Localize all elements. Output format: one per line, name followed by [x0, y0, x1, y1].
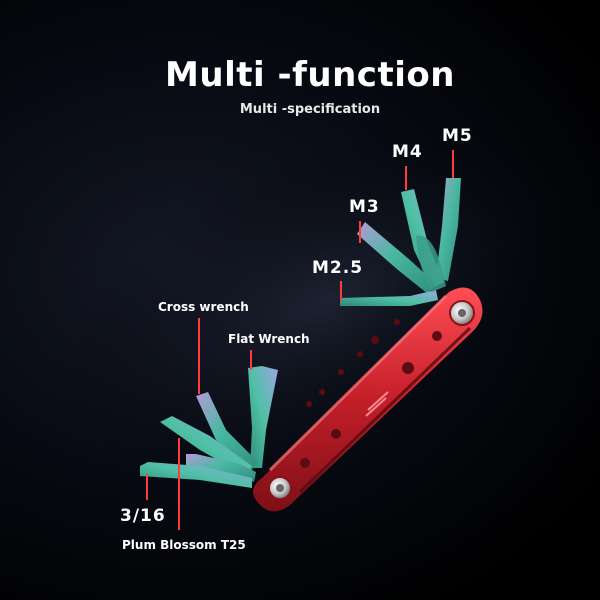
- leader-m3: [359, 221, 361, 243]
- label-m3: M3: [349, 197, 380, 217]
- label-cross-wrench: Cross wrench: [158, 300, 249, 314]
- leader-m2-5: [340, 281, 342, 301]
- label-3-16: 3/16: [120, 506, 166, 526]
- label-m4: M4: [392, 142, 423, 162]
- lower-hex-bits: [140, 366, 278, 488]
- tool-body: [253, 287, 483, 512]
- label-m5: M5: [442, 126, 473, 146]
- leader-plum-blossom: [178, 438, 180, 530]
- label-m2-5: M2.5: [312, 258, 364, 278]
- leader-flat-wrench: [250, 350, 252, 370]
- leader-m4: [405, 166, 407, 190]
- upper-hex-bits: [340, 178, 461, 306]
- label-flat-wrench: Flat Wrench: [228, 332, 310, 346]
- label-plum-blossom-t25: Plum Blossom T25: [122, 538, 246, 552]
- subheadline: Multi -specification: [239, 102, 381, 117]
- headline: Multi -function: [165, 55, 455, 95]
- leader-3-16: [146, 474, 148, 500]
- leader-cross-wrench: [198, 318, 200, 394]
- leader-m5: [452, 150, 454, 178]
